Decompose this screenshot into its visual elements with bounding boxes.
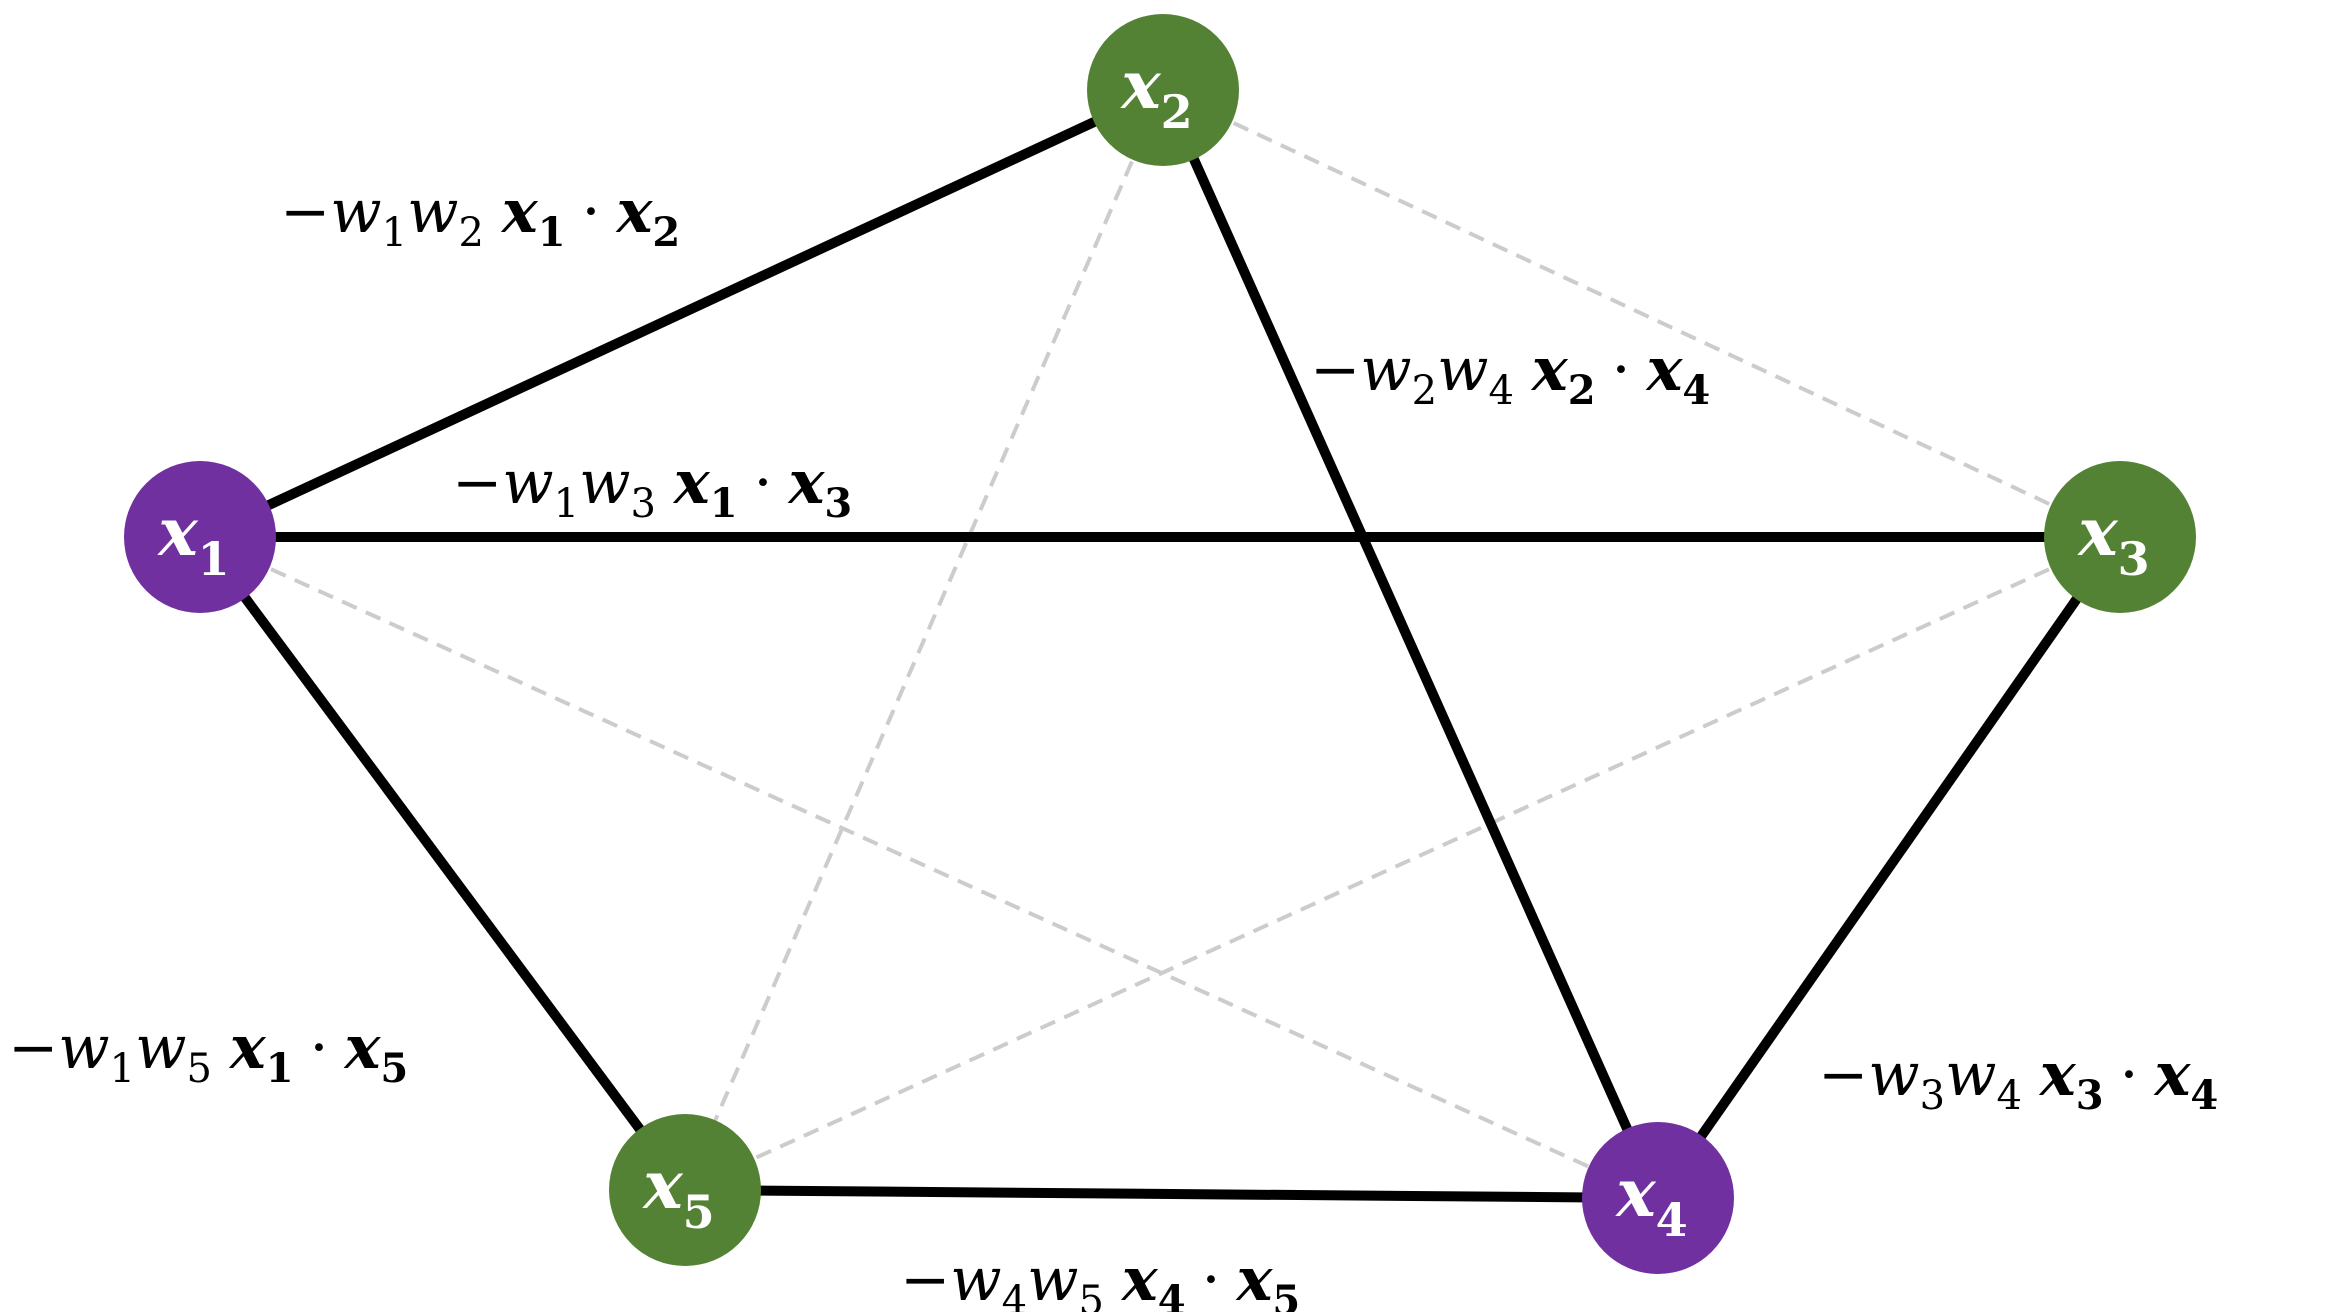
node-x5: x5 xyxy=(609,1114,761,1266)
node-circle xyxy=(609,1114,761,1266)
node-x3: x3 xyxy=(2044,461,2196,613)
dashed-edge-x2-x3 xyxy=(1162,88,2121,539)
nodes: x1 x2 x3 x4 x5 xyxy=(124,14,2196,1274)
node-label: x1 xyxy=(156,493,229,586)
node-x4: x4 xyxy=(1582,1122,1734,1274)
node-x1: x1 xyxy=(124,461,276,613)
dashed-edge-x3-x5 xyxy=(684,535,2121,1192)
node-label: x5 xyxy=(641,1146,714,1239)
node-x2: x2 xyxy=(1087,14,1239,166)
solid-edge-x1-x5 xyxy=(195,534,690,1193)
solid-edges xyxy=(195,85,2125,1203)
node-circle xyxy=(2044,461,2196,613)
node-label: x4 xyxy=(1614,1154,1687,1247)
node-circle xyxy=(1087,14,1239,166)
node-circle xyxy=(1582,1122,1734,1274)
node-label: x2 xyxy=(1119,46,1192,139)
dashed-edges xyxy=(199,88,2121,1200)
solid-edge-x5-x4 xyxy=(684,1185,1659,1203)
solid-edge-x2-x4 xyxy=(1158,87,1663,1201)
node-circle xyxy=(124,461,276,613)
solid-edge-x1-x2 xyxy=(197,85,1166,542)
node-label: x3 xyxy=(2076,493,2149,586)
solid-edge-x3-x4 xyxy=(1653,534,2125,1201)
dashed-edge-x1-x4 xyxy=(199,535,1659,1200)
dashed-edge-x2-x5 xyxy=(683,89,1165,1191)
